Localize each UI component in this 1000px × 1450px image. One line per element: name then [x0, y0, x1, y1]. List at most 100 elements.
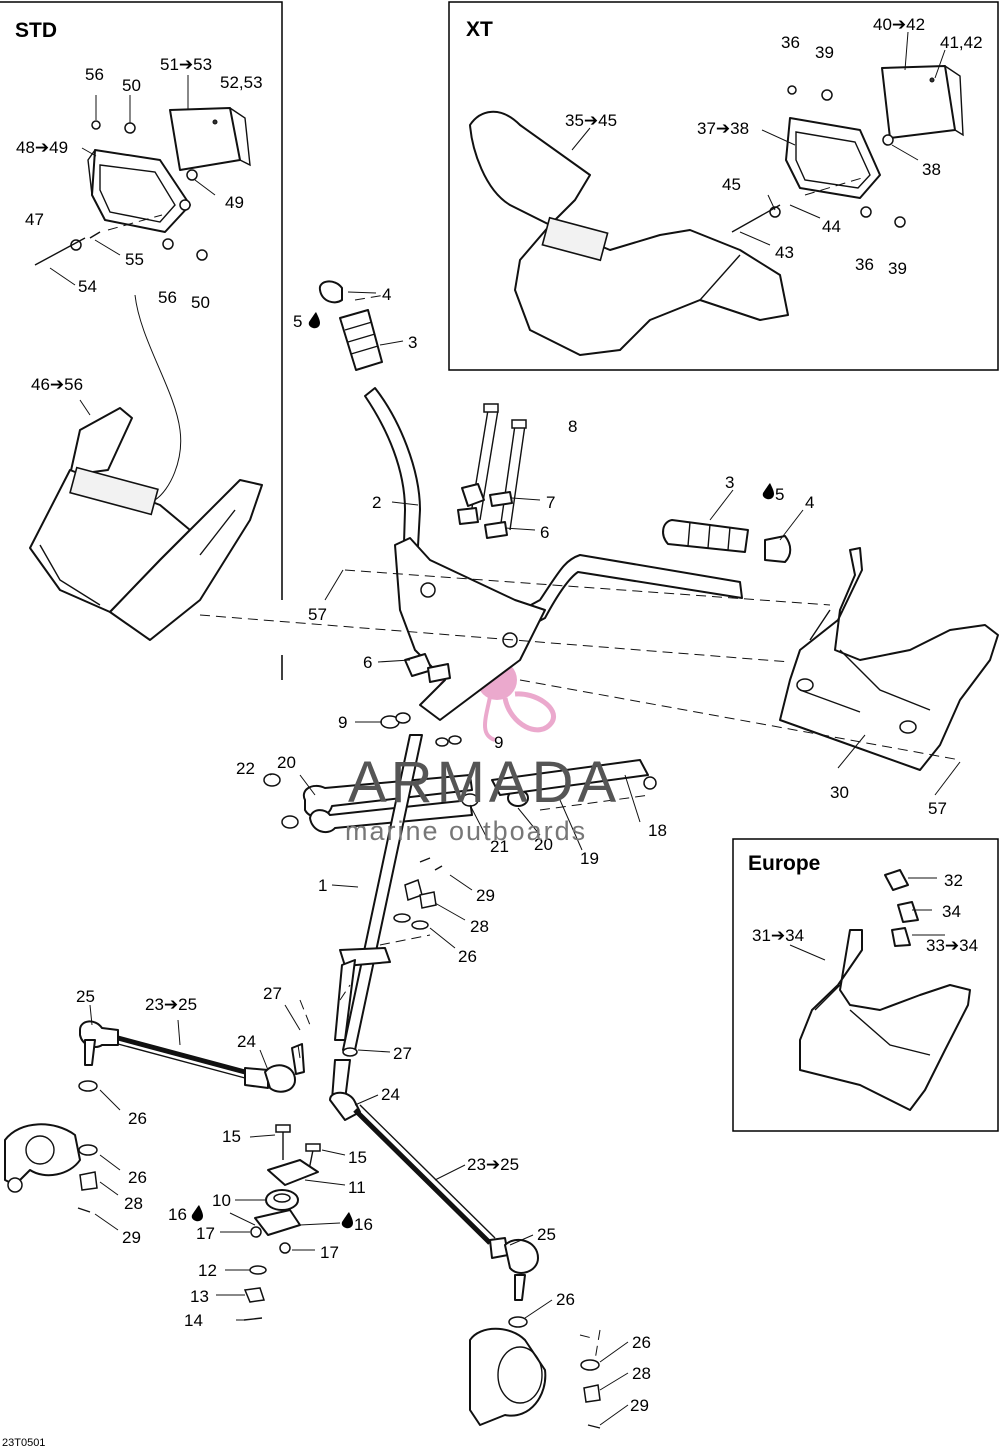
callout-46-56: 46➔56: [31, 375, 83, 394]
callout-23-25-right: 23➔25: [467, 1155, 519, 1174]
callout-57: 57: [308, 605, 327, 624]
riser-bolts: [457, 403, 527, 539]
std-hardware: [34, 120, 208, 266]
leader-lines: [49, 31, 961, 1426]
watermark: ARMADA marine outboards: [345, 750, 620, 846]
callout-34: 34: [942, 902, 961, 921]
grease-drop-icon-4: [341, 1212, 353, 1229]
xt-panel-title: XT: [466, 18, 493, 41]
steering-arm-assembly: [263, 759, 657, 834]
tie-rod-right: [329, 1091, 539, 1301]
column-hardware-26-29: [379, 857, 443, 946]
watermark-brand: ARMADA: [348, 750, 620, 815]
grease-drop-icon-3: [191, 1205, 203, 1222]
callout-56-lower: 56: [158, 288, 177, 307]
callout-47: 47: [25, 210, 44, 229]
callout-50-lower: 50: [191, 293, 210, 312]
callout-5-right: 5: [775, 485, 784, 504]
spindle-right: [469, 1316, 601, 1429]
callout-10: 10: [212, 1191, 231, 1210]
callout-45: 45: [722, 175, 741, 194]
europe-panel-title: Europe: [748, 852, 820, 875]
callout-9-right: 9: [494, 733, 503, 752]
std-panel: STD: [0, 1, 283, 680]
europe-panel: Europe: [732, 838, 999, 1132]
callout-29-left: 29: [122, 1228, 141, 1247]
xt-headlamp-unit: [881, 65, 964, 139]
callout-35-45: 35➔45: [565, 111, 617, 130]
callout-7: 7: [546, 493, 555, 512]
callout-55: 55: [125, 250, 144, 269]
callout-32: 32: [944, 871, 963, 890]
callout-12: 12: [198, 1261, 217, 1280]
callout-30: 30: [830, 783, 849, 802]
xt-fairing: [469, 110, 789, 356]
callout-56: 56: [85, 65, 104, 84]
callout-38: 38: [922, 160, 941, 179]
callout-48-49: 48➔49: [16, 138, 68, 157]
xt-headlight-housing: [785, 117, 881, 199]
watermark-tagline: marine outboards: [345, 816, 587, 846]
callout-36-lower: 36: [855, 255, 874, 274]
callout-40-42: 40➔42: [873, 15, 925, 34]
callout-5: 5: [293, 312, 302, 331]
callout-19: 19: [580, 849, 599, 868]
callout-26-left: 26: [128, 1109, 147, 1128]
europe-handlebar-cover: [799, 929, 971, 1111]
grease-drop-icon-2: [762, 483, 774, 500]
callout-16-right: 16: [354, 1215, 373, 1234]
callout-22: 22: [236, 759, 255, 778]
callout-39-lower: 39: [888, 259, 907, 278]
callout-26-left-2: 26: [128, 1168, 147, 1187]
callout-37-38: 37➔38: [697, 119, 749, 138]
callout-labels: 56 50 51➔53 52,53 48➔49 49 47 55 54 56 5…: [16, 15, 983, 1415]
drawing-reference: 23T0501: [2, 1437, 45, 1449]
callout-54: 54: [78, 277, 97, 296]
callout-36: 36: [781, 33, 800, 52]
callout-17: 17: [196, 1224, 215, 1243]
handlebar-cover: [779, 547, 999, 771]
europe-switches: [884, 869, 919, 947]
spindle-left: [4, 1080, 98, 1213]
callout-51-53: 51➔53: [160, 55, 212, 74]
callout-20: 20: [277, 753, 296, 772]
callout-17-right: 17: [320, 1243, 339, 1262]
callout-4-right: 4: [805, 493, 814, 512]
callout-14: 14: [184, 1311, 203, 1330]
callout-27-right: 27: [393, 1044, 412, 1063]
callout-1: 1: [318, 876, 327, 895]
tie-rod-left: [79, 1020, 305, 1093]
callout-9: 9: [338, 713, 347, 732]
handlebar-grip-left: [318, 280, 383, 371]
callout-26: 26: [458, 947, 477, 966]
callout-2: 2: [372, 493, 381, 512]
callout-24: 24: [237, 1032, 256, 1051]
callout-50: 50: [122, 76, 141, 95]
nuts-9: [380, 712, 462, 747]
callout-20-right: 20: [534, 835, 553, 854]
callout-23-25: 23➔25: [145, 995, 197, 1014]
grease-drop-icon: [308, 312, 320, 329]
callout-49: 49: [225, 193, 244, 212]
callout-43: 43: [775, 243, 794, 262]
callout-18: 18: [648, 821, 667, 840]
callout-6: 6: [540, 523, 549, 542]
callout-25: 25: [76, 987, 95, 1006]
callout-29: 29: [476, 886, 495, 905]
callout-28: 28: [470, 917, 489, 936]
xt-panel: XT: [448, 1, 999, 371]
callout-16: 16: [168, 1205, 187, 1224]
callout-15: 15: [222, 1127, 241, 1146]
callout-26-right: 26: [556, 1290, 575, 1309]
std-headlight-housing: [87, 149, 191, 233]
callout-3-right: 3: [725, 473, 734, 492]
callout-39: 39: [815, 43, 834, 62]
callout-57-right: 57: [928, 799, 947, 818]
assembly-lines: [199, 294, 961, 1361]
callout-41-42: 41,42: [940, 33, 983, 52]
std-headlamp-unit: [169, 107, 251, 171]
callout-25-right: 25: [537, 1225, 556, 1244]
callout-33-34: 33➔34: [926, 936, 978, 955]
callout-31-34: 31➔34: [752, 926, 804, 945]
